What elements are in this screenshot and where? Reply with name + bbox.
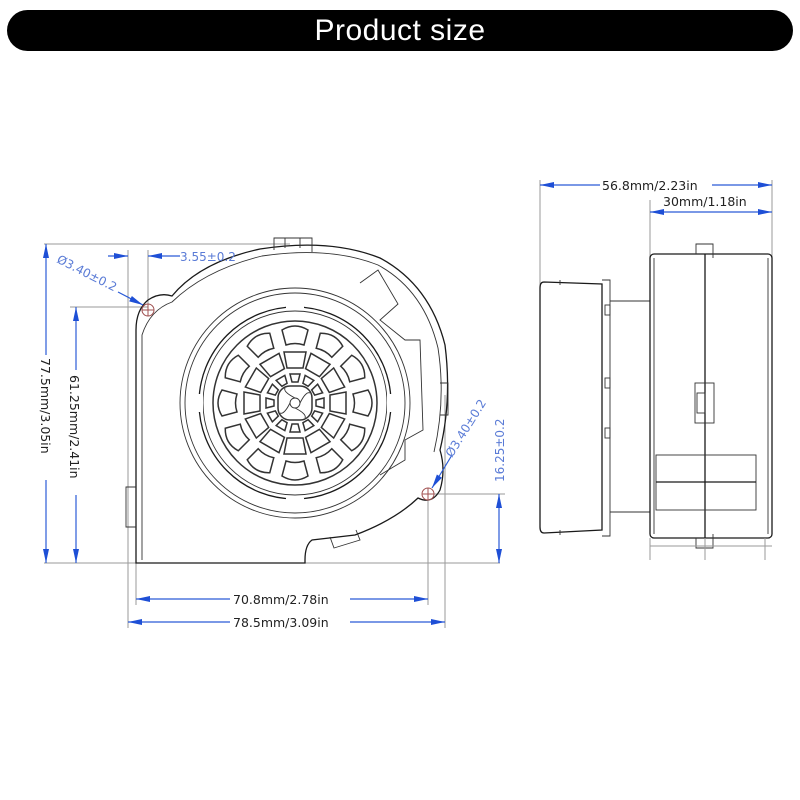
hole-offset-top-label: 3.55±0.2 [180, 250, 236, 264]
hole-diameter-bottom-label: Ø3.40±0.2 [443, 397, 489, 460]
width-holes-label: 70.8mm/2.78in [233, 592, 329, 607]
page-title: Product size [314, 13, 486, 47]
depth-body-label: 30mm/1.18in [663, 194, 747, 209]
height-holes-label: 61.25mm/2.41in [67, 375, 82, 479]
height-total-label: 77.5mm/3.05in [38, 358, 53, 454]
width-total-label: 78.5mm/3.09in [233, 615, 329, 630]
front-view: 3.55±0.2 Ø3.40±0.2 Ø3.40±0.2 16.25±0.2 7… [38, 237, 507, 630]
depth-total-label: 56.8mm/2.23in [602, 178, 698, 193]
fan-grill [212, 320, 378, 486]
side-view: 56.8mm/2.23in 30mm/1.18in [539, 178, 773, 560]
mount-hole-bottom [421, 487, 435, 501]
mount-hole-top [141, 303, 155, 317]
hole-offset-bottom-label: 16.25±0.2 [493, 419, 507, 483]
title-banner: Product size [7, 10, 793, 51]
hole-diameter-top-label: Ø3.40±0.2 [55, 252, 120, 294]
